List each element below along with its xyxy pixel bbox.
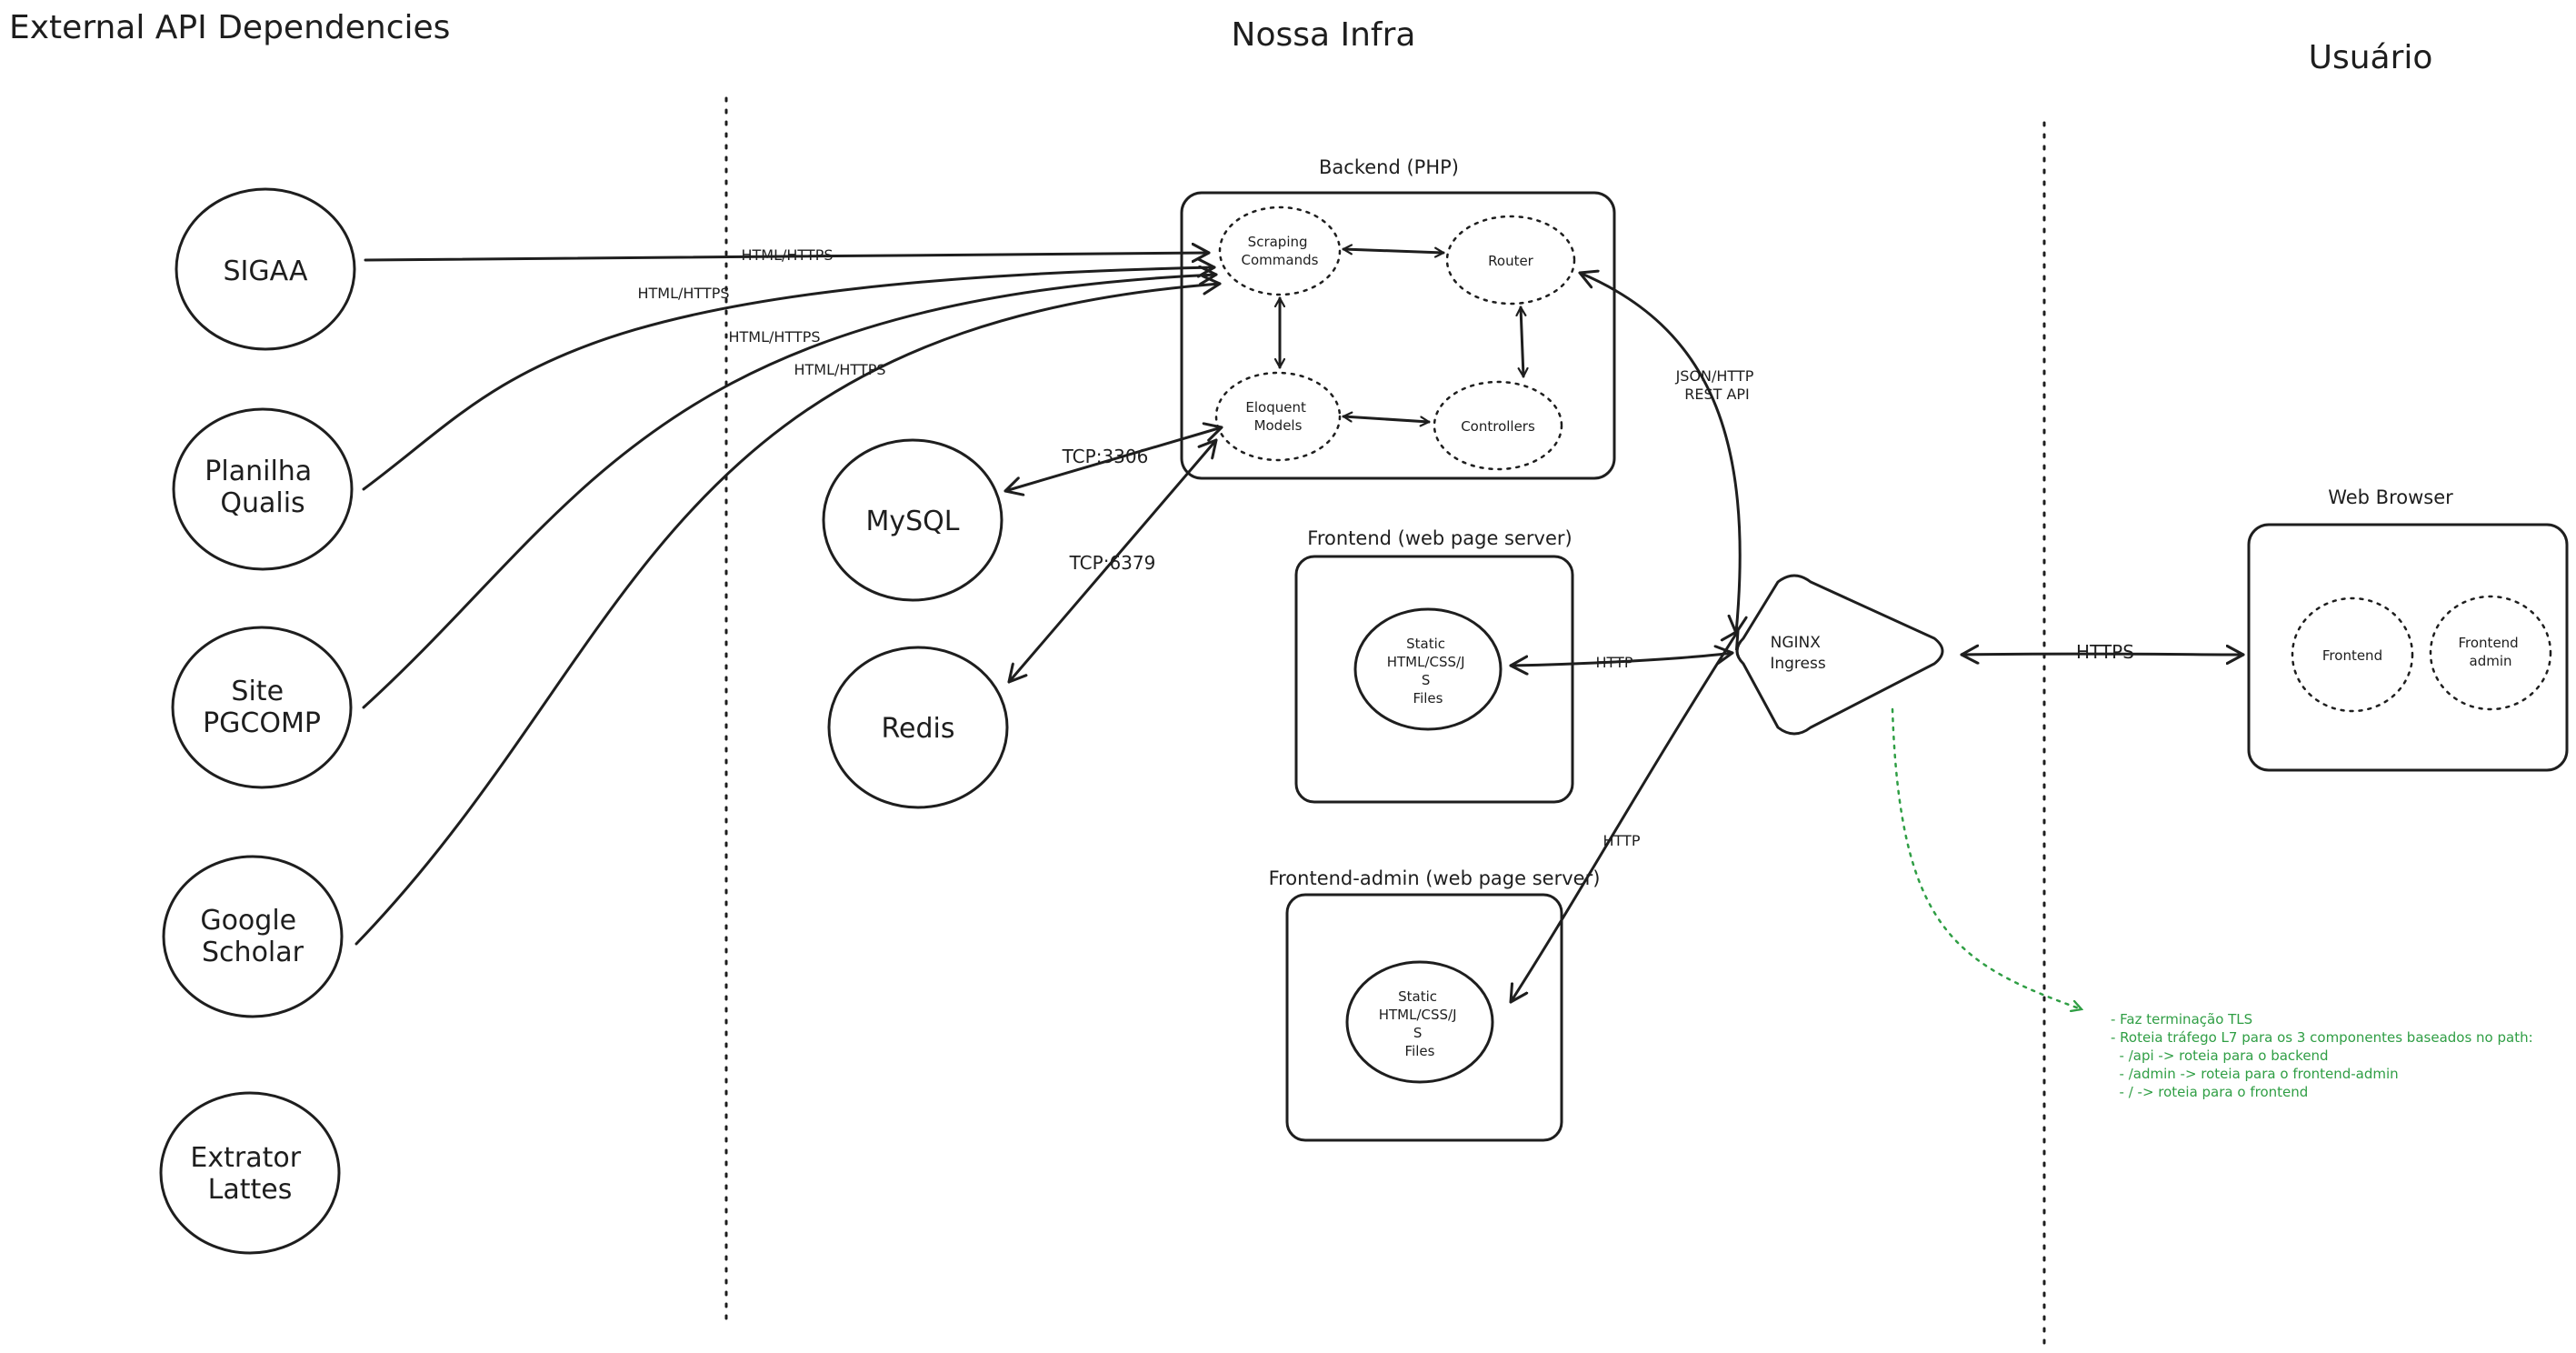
edge-label-sigaa: HTML/HTTPS [741,246,833,264]
edge-label-frontend-admin-http: HTTP [1603,832,1641,849]
edge-label-frontend-http: HTTP [1596,654,1633,671]
edge-eloquent-controllers [1342,416,1431,422]
node-controllers-label: Controllers [1461,418,1535,435]
node-google-scholar[interactable]: Google Scholar [162,855,344,1018]
edge-nginx-note [1891,707,2082,1009]
node-scraping-commands-label: Scraping Commands [1242,234,1319,268]
node-browser-frontend-admin-label: Frontend admin [2459,635,2523,669]
edge-router-nginx [1580,273,1740,633]
edge-router-controllers [1521,306,1523,378]
group-frontend-admin [1285,893,1563,1142]
edge-label-rest-api: JSON/HTTP REST API [1675,367,1759,403]
edge-label-scholar: HTML/HTTPS [794,361,885,378]
node-controllers[interactable]: Controllers [1433,380,1563,471]
node-router[interactable]: Router [1445,215,1576,306]
edge-label-site: HTML/HTTPS [728,328,820,346]
node-frontend-admin-static-files[interactable]: Static HTML/CSS/J S Files [1345,960,1494,1084]
node-extrator-lattes[interactable]: Extrator Lattes [159,1091,341,1255]
group-title-backend: Backend (PHP) [1319,156,1459,178]
group-title-frontend-admin: Frontend-admin (web page server) [1269,867,1601,889]
note-nginx: - Faz terminação TLS - Roteia tráfego L7… [2111,1011,2537,1100]
node-browser-frontend[interactable]: Frontend [2291,596,2414,713]
edge-eloquent-redis [1009,440,1216,682]
group-title-web-browser: Web Browser [2328,486,2453,508]
edge-scraping-router [1342,249,1445,253]
node-browser-frontend-admin[interactable]: Frontend admin [2429,595,2552,711]
edge-label-redis: TCP:6379 [1069,552,1156,574]
node-frontend-admin-static-files-label: Static HTML/CSS/J S Files [1379,988,1462,1059]
node-redis-label: Redis [882,713,955,745]
section-title-user: Usuário [2309,39,2433,76]
edge-sigaa-scraping [364,253,1209,260]
edge-site-scraping [362,275,1216,709]
group-web-browser [2247,523,2569,772]
node-nginx-ingress[interactable]: NGINX Ingress [1735,574,1944,736]
edge-label-planilha: HTML/HTTPS [637,285,729,302]
edge-nginx-browser [1962,654,2243,655]
node-mysql[interactable]: MySQL [822,438,1003,602]
node-planilha-qualis-label: Planilha Qualis [205,456,320,519]
section-title-infra: Nossa Infra [1232,16,1416,54]
node-mysql-label: MySQL [865,506,959,537]
node-browser-frontend-label: Frontend [2322,647,2382,664]
node-sigaa-label: SIGAA [223,256,307,287]
node-planilha-qualis[interactable]: Planilha Qualis [172,407,354,571]
node-redis[interactable]: Redis [827,646,1009,809]
edge-label-https: HTTPS [2076,641,2134,663]
node-frontend-static-files-label: Static HTML/CSS/J S Files [1387,636,1470,707]
node-eloquent-models[interactable]: Eloquent Models [1214,371,1342,462]
node-router-label: Router [1488,253,1534,269]
node-sigaa[interactable]: SIGAA [175,187,356,351]
node-site-pgcomp[interactable]: Site PGCOMP [171,626,353,789]
group-backend [1180,191,1616,480]
node-eloquent-models-label: Eloquent Models [1245,399,1310,434]
edge-label-mysql: TCP:3306 [1062,446,1149,467]
node-extrator-lattes-label: Extrator Lattes [190,1142,309,1206]
node-frontend-static-files[interactable]: Static HTML/CSS/J S Files [1353,607,1503,731]
edge-scholar-scraping [354,284,1220,946]
group-title-frontend: Frontend (web page server) [1307,527,1572,549]
node-site-pgcomp-label: Site PGCOMP [203,676,321,739]
edge-planilha-scraping [362,267,1214,491]
node-google-scholar-label: Google Scholar [200,905,305,968]
edge-frontend-admin-nginx [1511,631,1738,1002]
node-nginx-ingress-label: NGINX Ingress [1770,634,1826,673]
section-title-external: External API Dependencies [9,9,450,46]
node-scraping-commands[interactable]: Scraping Commands [1218,205,1342,296]
